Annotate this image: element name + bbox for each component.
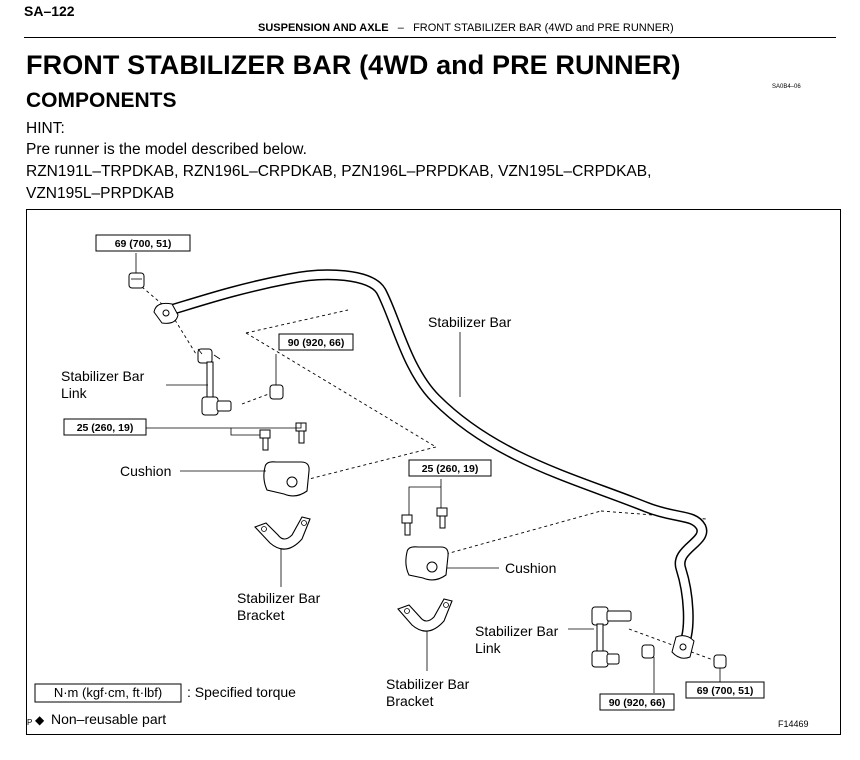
torque-box-right-link [599, 693, 675, 711]
label-bracket-left-2: Bracket [237, 607, 285, 623]
link-nut-right [641, 644, 655, 659]
section-heading: COMPONENTS [26, 89, 177, 112]
components-diagram: 69 (700, 51) 90 (920, 66) 25 (260, 19) [26, 209, 841, 735]
bracket-right [397, 598, 453, 632]
label-link-right-2: Link [475, 640, 502, 656]
header-separator: – [397, 22, 404, 34]
torque-box-top-left [95, 234, 191, 252]
legend-torque-text: : Specified torque [187, 684, 296, 700]
legend-unit: N·m (kgf·cm, ft·lbf) [54, 685, 162, 700]
link-nut-left [269, 384, 284, 400]
legend-nonreusable-text: Non–reusable part [51, 711, 166, 727]
label-cushion-left: Cushion [120, 463, 171, 479]
bolts-left [259, 422, 307, 451]
torque-right-end: 69 (700, 51) [697, 685, 754, 697]
page-number: SA–122 [24, 3, 75, 19]
label-cushion-right: Cushion [505, 560, 556, 576]
torque-left-link: 90 (920, 66) [288, 337, 345, 349]
hint-label: HINT: [26, 120, 65, 137]
torque-leader-left-bolts [145, 423, 302, 436]
cushion-right [405, 546, 449, 581]
label-bracket-right-1: Stabilizer Bar [386, 676, 470, 692]
label-bracket-right-2: Bracket [386, 693, 434, 709]
header-section: SUSPENSION AND AXLE [258, 22, 389, 34]
diamond-icon: ◆ [35, 713, 45, 727]
flange-nut-right-end [713, 654, 727, 669]
stabilizer-bar [158, 269, 708, 650]
figure-id: F14469 [778, 719, 809, 729]
torque-left-bolts: 25 (260, 19) [77, 422, 134, 434]
diagram-frame [26, 209, 841, 735]
header-rule [24, 37, 836, 38]
label-link-left-2: Link [61, 385, 88, 401]
torque-top-left: 69 (700, 51) [115, 238, 172, 250]
assembly-dashed-lines [141, 286, 717, 662]
label-bracket-left-1: Stabilizer Bar [237, 590, 321, 606]
label-link-right-1: Stabilizer Bar [475, 623, 559, 639]
flange-nut-top-left [128, 272, 145, 289]
torque-leader-right-bolts [408, 479, 442, 515]
legend-unit-box [34, 683, 182, 703]
bar-end-eye-left [153, 302, 179, 324]
code-reference: SA0B4–06 [772, 84, 801, 90]
label-link-left-1: Stabilizer Bar [61, 368, 145, 384]
page-title: FRONT STABILIZER BAR (4WD and PRE RUNNER… [26, 50, 681, 80]
running-header: SUSPENSION AND AXLE – FRONT STABILIZER B… [258, 22, 674, 34]
torque-box-right-end [685, 681, 765, 699]
torque-box-left-bolts [63, 418, 147, 436]
model-list-line-2: VZN195L–PRPDKAB [26, 185, 175, 202]
bar-end-eye-right [671, 635, 695, 659]
bolts-right [401, 507, 448, 536]
torque-box-right-bolts [408, 459, 492, 477]
bracket-left [254, 516, 311, 550]
torque-right-link: 90 (920, 66) [609, 697, 666, 709]
label-stabilizer-bar: Stabilizer Bar [428, 314, 512, 330]
header-subsection: FRONT STABILIZER BAR (4WD and PRE RUNNER… [413, 22, 674, 34]
legend-marker: P [27, 718, 32, 727]
stabilizer-link-left [197, 348, 232, 416]
model-list-line-1: RZN191L–TRPDKAB, RZN196L–CRPDKAB, PZN196… [26, 163, 652, 180]
stabilizer-link-right [591, 606, 632, 668]
hint-description: Pre runner is the model described below. [26, 141, 307, 158]
torque-box-left-link [278, 333, 354, 351]
torque-right-bolts: 25 (260, 19) [422, 463, 479, 475]
cushion-left [263, 461, 310, 497]
